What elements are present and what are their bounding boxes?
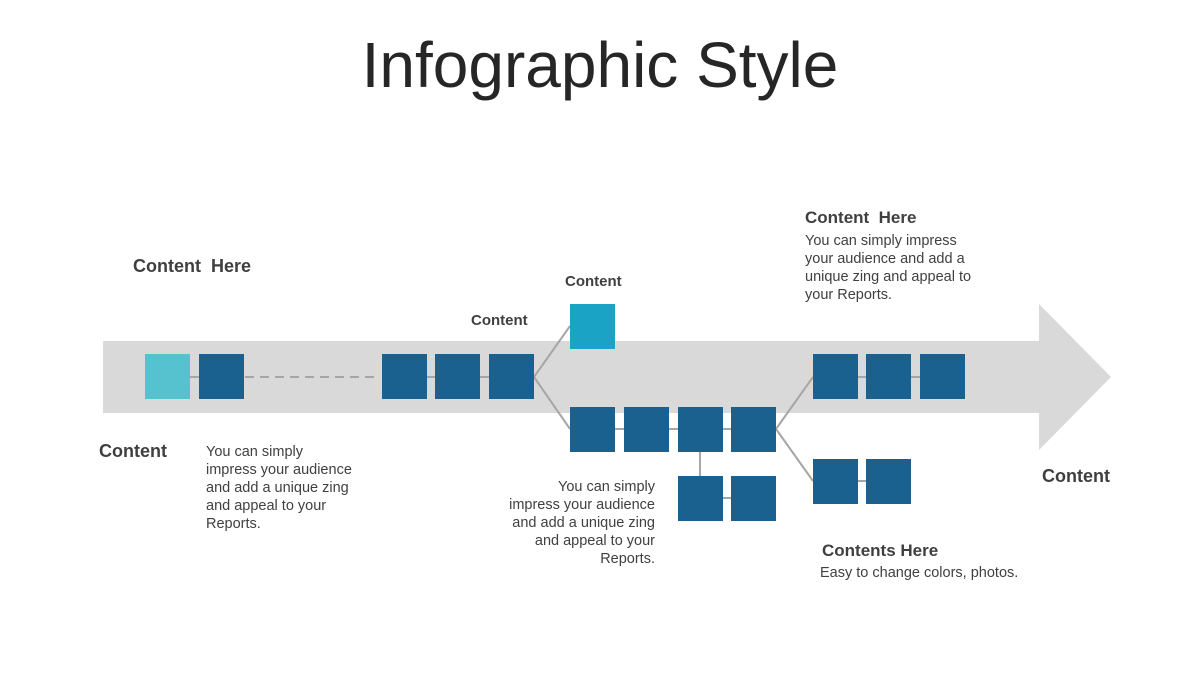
node-square: [489, 354, 534, 399]
content-here-left-heading: Content Here: [133, 256, 252, 276]
node-square: [813, 354, 858, 399]
node-square: [382, 354, 427, 399]
node-square: [435, 354, 480, 399]
node-square-start: [145, 354, 190, 399]
contents-here-heading: Contents Here: [822, 541, 939, 560]
content-right-heading: Content: [1042, 466, 1110, 486]
description-left: You can simply impress your audience and…: [206, 444, 352, 532]
timeline-arrow: [103, 304, 1111, 450]
node-square: [678, 407, 723, 452]
content-left-heading: Content: [99, 441, 167, 461]
node-square: [920, 354, 965, 399]
node-square: [731, 407, 776, 452]
description-right: You can simply impress your audience and…: [805, 233, 972, 303]
node-square: [866, 354, 911, 399]
node-square: [199, 354, 244, 399]
description-center: You can simply impress your audience and…: [509, 479, 655, 567]
node-square: [866, 459, 911, 504]
node-square: [813, 459, 858, 504]
node-square: [678, 476, 723, 521]
easy-change-text: Easy to change colors, photos.: [820, 565, 1019, 581]
content-mid-label-1: Content: [471, 312, 528, 329]
node-square: [624, 407, 669, 452]
node-square: [731, 476, 776, 521]
content-here-right-heading: Content Here: [805, 208, 917, 227]
node-square: [570, 407, 615, 452]
node-square-branch-accent: [570, 304, 615, 349]
content-mid-label-2: Content: [565, 273, 622, 290]
connector-lines: [190, 325, 920, 499]
slide-title: Infographic Style: [361, 29, 839, 101]
